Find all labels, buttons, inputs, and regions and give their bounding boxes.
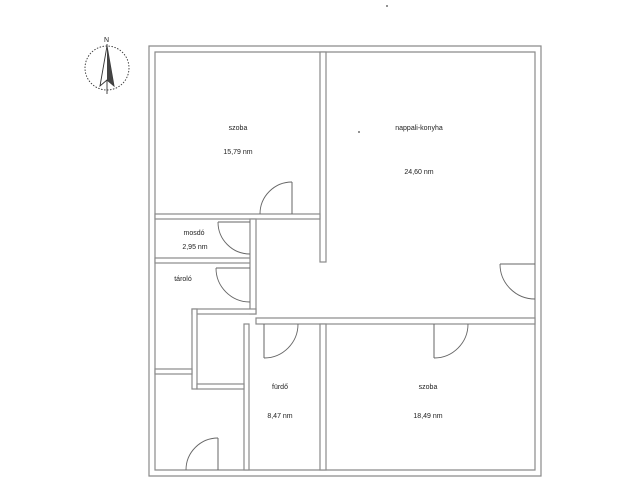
room-mosdo: mosdó 2,95 nm	[182, 230, 207, 251]
room-furdo: fürdő 8,47 nm	[267, 384, 292, 420]
reference-dot	[358, 131, 360, 133]
door-furdo	[263, 323, 299, 359]
room-area: 18,49 nm	[413, 413, 442, 420]
door-mosdo	[217, 221, 251, 255]
compass-north-label: N	[104, 37, 109, 44]
door-szoba-1	[259, 181, 293, 215]
room-name: szoba	[419, 384, 438, 391]
north-arrow-icon: N	[84, 37, 130, 94]
room-name: fürdő	[272, 384, 288, 391]
interior-walls	[154, 51, 536, 471]
door-szoba-2	[433, 323, 469, 359]
room-area: 2,95 nm	[182, 244, 207, 251]
room-nappali-konyha: nappali-konyha 24,60 nm	[395, 125, 443, 176]
room-area: 8,47 nm	[267, 413, 292, 420]
room-area: 15,79 nm	[223, 149, 252, 156]
room-szoba-1: szoba 15,79 nm	[223, 125, 252, 156]
outer-wall	[148, 45, 542, 477]
door-tarolo	[215, 267, 251, 303]
door-nappali	[499, 263, 536, 300]
room-name: tároló	[174, 276, 192, 283]
room-name: mosdó	[183, 230, 204, 237]
reference-dot	[386, 5, 388, 7]
room-tarolo: tároló	[174, 276, 192, 283]
room-area: 24,60 nm	[404, 169, 433, 176]
room-szoba-2: szoba 18,49 nm	[413, 384, 442, 420]
door-entrance	[185, 437, 219, 471]
room-name: szoba	[229, 125, 248, 132]
room-name: nappali-konyha	[395, 125, 443, 132]
